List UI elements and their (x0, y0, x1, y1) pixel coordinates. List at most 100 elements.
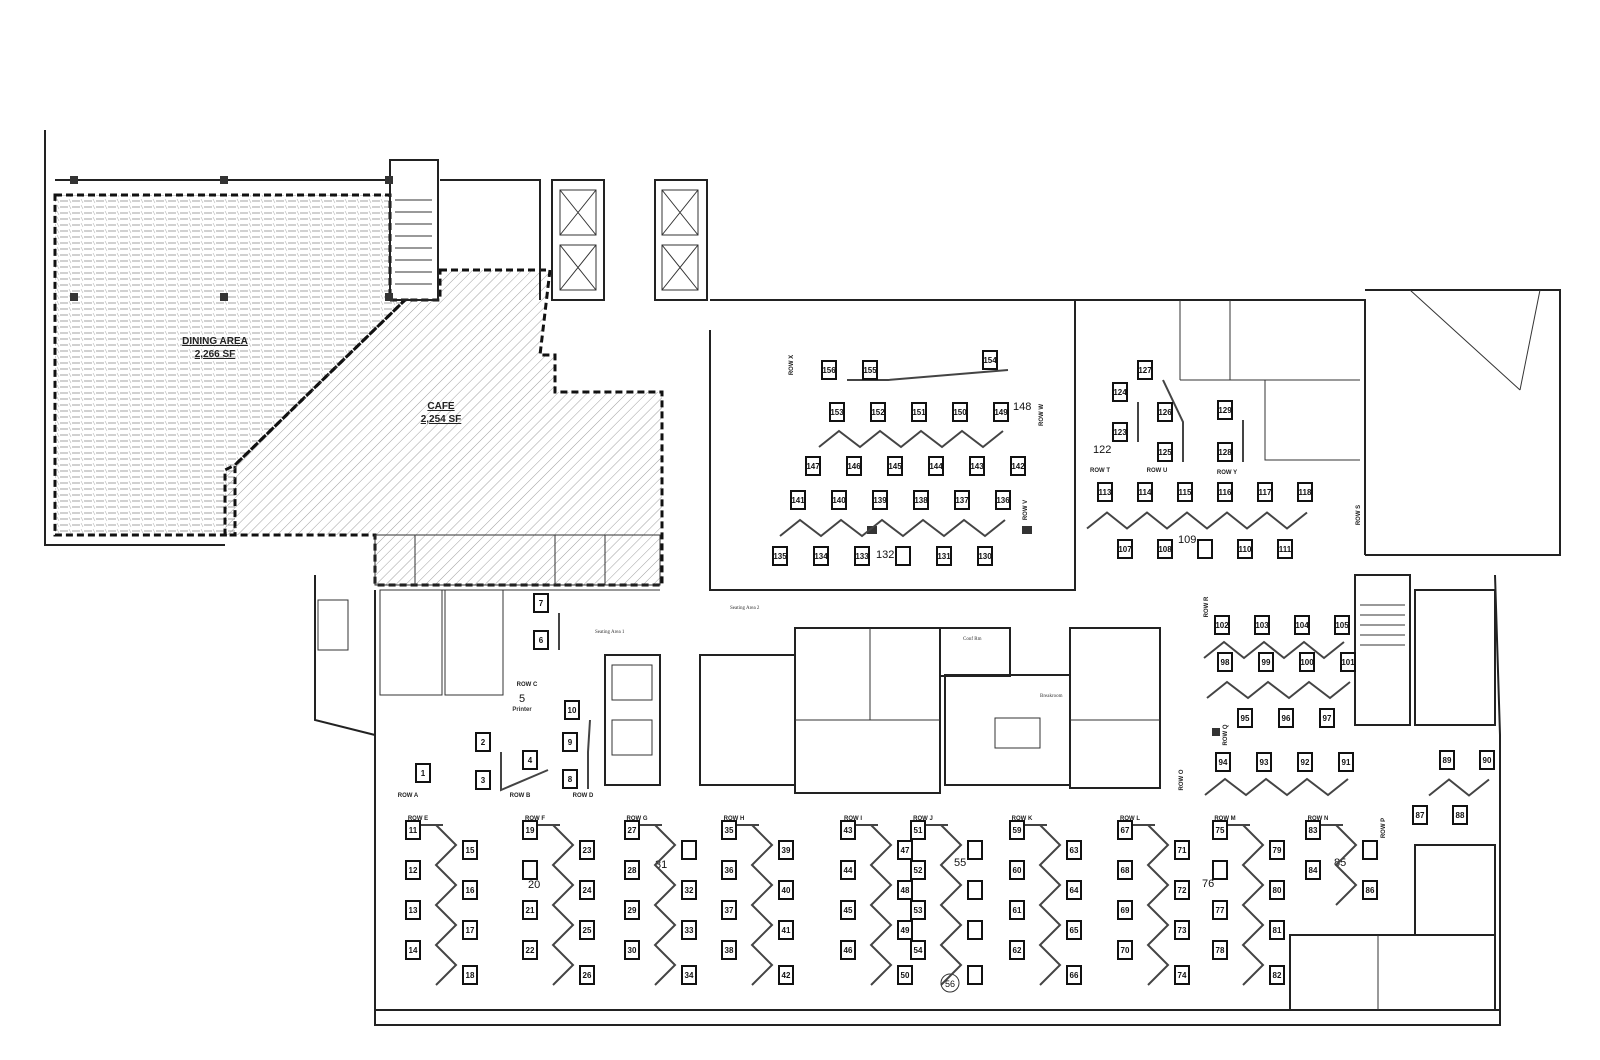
workstation-seat[interactable]: 110 (1237, 539, 1253, 559)
workstation-seat[interactable] (967, 920, 983, 940)
workstation-seat[interactable]: 113 (1097, 482, 1113, 502)
workstation-seat[interactable]: 22 (522, 940, 538, 960)
workstation-seat[interactable]: 52 (910, 860, 926, 880)
workstation-seat[interactable]: 74 (1174, 965, 1190, 985)
workstation-seat[interactable]: 89 (1439, 750, 1455, 770)
workstation-seat[interactable]: 35 (721, 820, 737, 840)
workstation-seat[interactable]: 1 (415, 763, 431, 783)
workstation-seat[interactable]: 140 (831, 490, 847, 510)
workstation-seat[interactable]: 118 (1297, 482, 1313, 502)
workstation-seat[interactable]: 44 (840, 860, 856, 880)
workstation-seat[interactable]: 33 (681, 920, 697, 940)
workstation-seat[interactable]: 23 (579, 840, 595, 860)
workstation-seat[interactable]: 60 (1009, 860, 1025, 880)
workstation-seat[interactable]: 43 (840, 820, 856, 840)
workstation-seat[interactable]: 105 (1334, 615, 1350, 635)
workstation-seat[interactable]: 48 (897, 880, 913, 900)
workstation-seat[interactable]: 153 (829, 402, 845, 422)
workstation-seat[interactable]: 147 (805, 456, 821, 476)
workstation-seat[interactable]: 27 (624, 820, 640, 840)
workstation-seat[interactable]: 26 (579, 965, 595, 985)
workstation-seat[interactable]: 155 (862, 360, 878, 380)
workstation-seat[interactable]: 86 (1362, 880, 1378, 900)
cafe-zone[interactable] (223, 268, 664, 587)
workstation-seat[interactable]: 18 (462, 965, 478, 985)
workstation-seat[interactable]: 7 (533, 593, 549, 613)
workstation-seat[interactable]: 54 (910, 940, 926, 960)
workstation-seat[interactable]: 16 (462, 880, 478, 900)
workstation-seat[interactable]: 75 (1212, 820, 1228, 840)
workstation-seat[interactable]: 64 (1066, 880, 1082, 900)
workstation-seat[interactable]: 51 (910, 820, 926, 840)
workstation-seat[interactable]: 115 (1177, 482, 1193, 502)
workstation-seat[interactable]: 12 (405, 860, 421, 880)
workstation-seat[interactable]: 30 (624, 940, 640, 960)
workstation-seat[interactable]: 154 (982, 350, 998, 370)
workstation-seat[interactable]: 152 (870, 402, 886, 422)
workstation-seat[interactable]: 93 (1256, 752, 1272, 772)
workstation-seat[interactable]: 103 (1254, 615, 1270, 635)
workstation-seat[interactable]: 77 (1212, 900, 1228, 920)
workstation-seat[interactable]: 133 (854, 546, 870, 566)
workstation-seat[interactable]: 47 (897, 840, 913, 860)
workstation-seat[interactable]: 144 (928, 456, 944, 476)
workstation-seat[interactable]: 69 (1117, 900, 1133, 920)
workstation-seat[interactable] (967, 880, 983, 900)
workstation-seat[interactable]: 100 (1299, 652, 1315, 672)
workstation-seat[interactable]: 142 (1010, 456, 1026, 476)
workstation-seat[interactable]: 138 (913, 490, 929, 510)
workstation-seat[interactable]: 13 (405, 900, 421, 920)
workstation-seat[interactable]: 67 (1117, 820, 1133, 840)
workstation-seat[interactable]: 91 (1338, 752, 1354, 772)
workstation-seat[interactable]: 81 (1269, 920, 1285, 940)
workstation-seat[interactable]: 134 (813, 546, 829, 566)
workstation-seat[interactable]: 87 (1412, 805, 1428, 825)
workstation-seat[interactable]: 38 (721, 940, 737, 960)
workstation-seat[interactable]: 99 (1258, 652, 1274, 672)
workstation-seat[interactable]: 84 (1305, 860, 1321, 880)
workstation-seat[interactable]: 2 (475, 732, 491, 752)
workstation-seat[interactable]: 37 (721, 900, 737, 920)
workstation-seat[interactable]: 42 (778, 965, 794, 985)
workstation-seat[interactable]: 65 (1066, 920, 1082, 940)
workstation-seat[interactable]: 130 (977, 546, 993, 566)
workstation-seat[interactable]: 71 (1174, 840, 1190, 860)
workstation-seat[interactable]: 6 (533, 630, 549, 650)
workstation-seat[interactable]: 143 (969, 456, 985, 476)
workstation-seat[interactable]: 88 (1452, 805, 1468, 825)
workstation-seat[interactable]: 131 (936, 546, 952, 566)
workstation-seat[interactable]: 80 (1269, 880, 1285, 900)
workstation-seat[interactable] (967, 965, 983, 985)
workstation-seat[interactable]: 78 (1212, 940, 1228, 960)
workstation-seat[interactable]: 53 (910, 900, 926, 920)
workstation-seat[interactable]: 108 (1157, 539, 1173, 559)
workstation-seat[interactable]: 45 (840, 900, 856, 920)
workstation-seat[interactable]: 17 (462, 920, 478, 940)
workstation-seat[interactable]: 39 (778, 840, 794, 860)
workstation-seat[interactable]: 116 (1217, 482, 1233, 502)
workstation-seat[interactable]: 9 (562, 732, 578, 752)
workstation-seat[interactable]: 94 (1215, 752, 1231, 772)
workstation-seat[interactable]: 82 (1269, 965, 1285, 985)
workstation-seat[interactable] (1362, 840, 1378, 860)
workstation-seat[interactable]: 62 (1009, 940, 1025, 960)
workstation-seat[interactable]: 68 (1117, 860, 1133, 880)
workstation-seat[interactable]: 40 (778, 880, 794, 900)
workstation-seat[interactable] (967, 840, 983, 860)
workstation-seat[interactable]: 25 (579, 920, 595, 940)
workstation-seat[interactable]: 32 (681, 880, 697, 900)
workstation-seat[interactable]: 50 (897, 965, 913, 985)
workstation-seat[interactable]: 41 (778, 920, 794, 940)
workstation-seat[interactable]: 72 (1174, 880, 1190, 900)
workstation-seat[interactable]: 28 (624, 860, 640, 880)
workstation-seat[interactable]: 156 (821, 360, 837, 380)
workstation-seat[interactable] (522, 860, 538, 880)
workstation-seat[interactable]: 14 (405, 940, 421, 960)
workstation-seat[interactable]: 90 (1479, 750, 1495, 770)
workstation-seat[interactable]: 126 (1157, 402, 1173, 422)
workstation-seat[interactable]: 15 (462, 840, 478, 860)
workstation-seat[interactable]: 146 (846, 456, 862, 476)
workstation-seat[interactable]: 129 (1217, 400, 1233, 420)
workstation-seat[interactable]: 92 (1297, 752, 1313, 772)
workstation-seat[interactable]: 61 (1009, 900, 1025, 920)
